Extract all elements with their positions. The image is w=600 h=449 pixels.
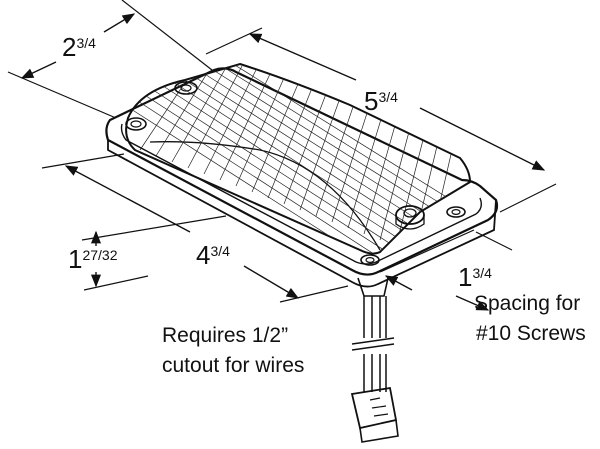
height-dimension: 127/32 <box>68 244 118 274</box>
lens-outline <box>125 62 472 255</box>
depth-dimension: 23/4 <box>62 32 96 62</box>
screw-boss-front <box>395 205 425 230</box>
width-dimension: 43/4 <box>196 240 230 270</box>
screw-boss-right <box>446 206 466 218</box>
cutout-note-line1: Requires 1/2” <box>162 324 288 347</box>
dimension-lines <box>7 0 557 311</box>
screw-note-line2: #10 Screws <box>476 322 586 345</box>
lens-grid <box>126 64 471 254</box>
screw-spacing-dimension: 13/4 <box>458 262 492 292</box>
screw-boss-left <box>125 117 147 131</box>
cutout-note-line2: cutout for wires <box>162 354 304 377</box>
length-dimension: 53/4 <box>364 86 398 116</box>
wire-connector <box>350 386 399 443</box>
lens-face-line <box>149 141 381 251</box>
screw-boss-back <box>174 81 198 95</box>
wire-pigtail <box>351 277 395 392</box>
base-flange-edge <box>107 140 497 288</box>
lamp-body <box>105 62 499 288</box>
base-flange <box>105 67 499 276</box>
screw-boss-bottom <box>360 254 380 266</box>
screw-note-line1: Spacing for <box>474 292 580 315</box>
